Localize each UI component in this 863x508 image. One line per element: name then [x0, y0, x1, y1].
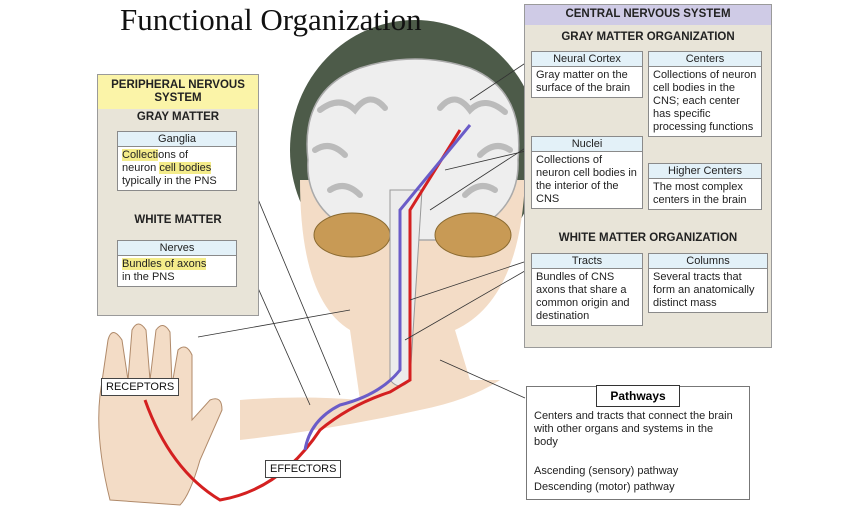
pns-header: PERIPHERAL NERVOUS SYSTEM	[98, 75, 258, 109]
higher-centers-text: The most complex centers in the brain	[653, 181, 747, 206]
nuclei-text: Collections of neuron cell bodies in the…	[536, 154, 637, 205]
tracts-text: Bundles of CNS axons that share a common…	[536, 271, 630, 322]
white-matter-org-header: WHITE MATTER ORGANIZATION	[558, 232, 738, 244]
leader-nerves	[249, 269, 311, 406]
centers-card: Centers Collections of neuron cell bodie…	[648, 51, 762, 137]
leader-white	[197, 309, 351, 338]
leader-nuclei-2	[444, 149, 531, 171]
ganglia-title: Ganglia	[118, 132, 236, 147]
neural-cortex-card: Neural Cortex Gray matter on the surface…	[531, 51, 643, 98]
leader-tracts-1	[409, 259, 531, 301]
pathways-title: Pathways	[596, 385, 680, 407]
nerves-title: Nerves	[118, 241, 236, 256]
pns-gray-matter-header: GRAY MATTER	[136, 111, 220, 123]
leader-ganglia	[249, 179, 341, 396]
tracts-card: Tracts Bundles of CNS axons that share a…	[531, 253, 643, 326]
legend-ascending-label: Ascending (sensory) pathway	[534, 465, 679, 477]
page-title: Functional Organization	[120, 2, 422, 37]
hand	[98, 323, 223, 506]
higher-centers-card: Higher Centers The most complex centers …	[648, 163, 762, 210]
centers-title: Centers	[649, 52, 761, 67]
cerebellum-left	[313, 212, 391, 258]
ganglia-text-mid: neuron	[122, 162, 160, 174]
tracts-title: Tracts	[532, 254, 642, 269]
effectors-label: EFFECTORS	[265, 460, 342, 478]
neural-cortex-text: Gray matter on the surface of the brain	[536, 69, 631, 94]
columns-card: Columns Several tracts that form an anat…	[648, 253, 768, 313]
nerves-text-hl: Bundles of axons	[122, 258, 207, 270]
centers-text: Collections of neuron cell bodies in the…	[653, 69, 757, 133]
leader-tracts-2	[404, 267, 531, 341]
cortex-folds	[312, 96, 513, 198]
columns-text: Several tracts that form an anatomically…	[653, 271, 755, 309]
cns-header: CENTRAL NERVOUS SYSTEM	[525, 5, 771, 25]
columns-title: Columns	[649, 254, 767, 269]
ganglia-text-hl1: ons of	[158, 149, 189, 161]
nuclei-card: Nuclei Collections of neuron cell bodies…	[531, 136, 643, 209]
receptors-label: RECEPTORS	[101, 378, 180, 396]
nerves-text-end: in the PNS	[122, 271, 175, 283]
pathways-text: Centers and tracts that connect the brai…	[534, 410, 733, 448]
ganglia-text-pre: Collecti	[122, 149, 159, 161]
gray-matter-org-header: GRAY MATTER ORGANIZATION	[561, 31, 735, 43]
cerebellum-right	[434, 212, 512, 258]
leader-pathways	[439, 359, 526, 399]
neural-cortex-title: Neural Cortex	[532, 52, 642, 67]
descending-pathway	[303, 124, 472, 451]
leader-nuclei-1	[429, 144, 531, 211]
legend-descending-label: Descending (motor) pathway	[534, 481, 675, 493]
ganglia-text-end: typically in the PNS	[122, 175, 217, 187]
leader-cortex	[469, 59, 531, 101]
ganglia-text-hl2: cell bodies	[159, 162, 212, 174]
nuclei-title: Nuclei	[532, 137, 642, 152]
higher-centers-title: Higher Centers	[649, 164, 761, 179]
pns-white-matter-header: WHITE MATTER	[134, 214, 222, 226]
